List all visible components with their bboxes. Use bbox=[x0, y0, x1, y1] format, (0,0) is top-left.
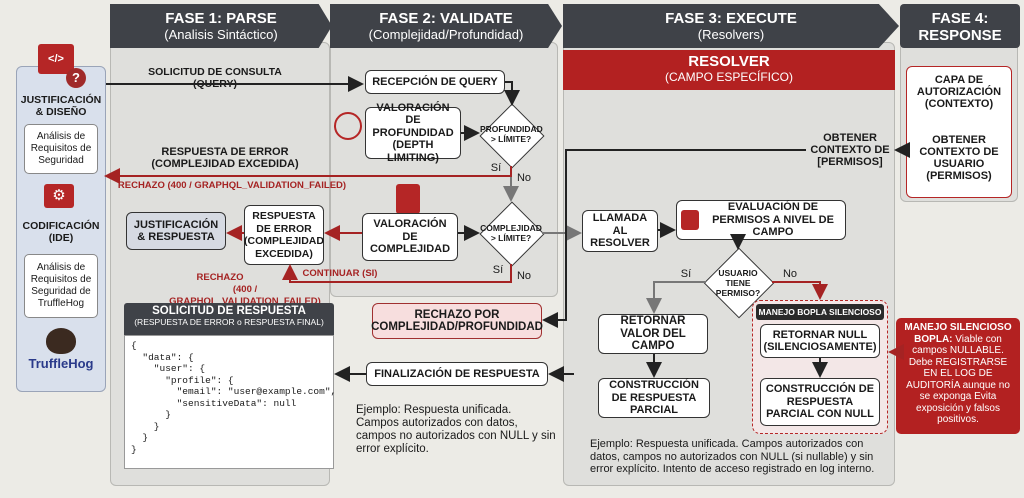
finalizacion-respuesta-box: FINALIZACIÓN DE RESPUESTA bbox=[366, 362, 548, 386]
recepcion-query-box: RECEPCIÓN DE QUERY bbox=[365, 70, 505, 94]
rechazo-complejidad-box: RECHAZO POR COMPLEJIDAD/PROFUNDIDAD bbox=[371, 303, 543, 339]
solicitud-respuesta-sub: (RESPUESTA DE ERROR o RESPUESTA FINAL) bbox=[134, 317, 324, 327]
calculator-icon bbox=[396, 184, 420, 214]
justificacion-respuesta-box: JUSTIFICACIÓN & RESPUESTA bbox=[126, 212, 226, 250]
phase4-header: FASE 4: RESPONSE bbox=[900, 4, 1020, 48]
diamond-profundidad: PROFUNDIDAD > LÍMITE? bbox=[479, 103, 545, 169]
resolver-subtitle: (CAMPO ESPECÍFICO) bbox=[664, 70, 793, 84]
sidebar-analisis-1: Análisis de Requisitos de Seguridad bbox=[24, 124, 98, 174]
phase4-subtitle: RESPONSE bbox=[918, 27, 1002, 44]
phase1-header: FASE 1: PARSE (Analisis Sintáctico) bbox=[110, 4, 332, 48]
question-icon: ? bbox=[66, 68, 86, 88]
clock-scale-icon bbox=[334, 112, 362, 140]
phase2-title: FASE 2: VALIDATE bbox=[379, 10, 513, 27]
phase2-header: FASE 2: VALIDATE (Complejidad/Profundida… bbox=[330, 4, 562, 48]
no2-label: No bbox=[516, 270, 532, 282]
construccion-parcial-box: CONSTRUCCIÓN DE RESPUESTA PARCIAL bbox=[598, 378, 710, 418]
obtener-contexto-usuario: OBTENER CONTEXTO DE USUARIO (PERMISOS) bbox=[919, 134, 999, 182]
phase3-header: FASE 3: EXECUTE (Resolvers) bbox=[563, 4, 899, 48]
manejo-silencioso-box: MANEJO SILENCIOSO BOPLA: Viable con camp… bbox=[896, 318, 1020, 434]
solicitud-respuesta-title: SOLICITUD DE RESPUESTA bbox=[152, 305, 306, 317]
phase4-title: FASE 4: bbox=[931, 10, 989, 27]
resolver-title: RESOLVER bbox=[688, 53, 770, 70]
capa-autorizacion: CAPA DE AUTORIZACIÓN (CONTEXTO) bbox=[916, 74, 1002, 110]
no1-label: No bbox=[516, 172, 532, 184]
json-code-block: { "data": { "user": { "profile": { "emai… bbox=[124, 335, 336, 469]
phase1-title: FASE 1: PARSE bbox=[165, 10, 277, 27]
diamond-profundidad-text: PROFUNDIDAD > LÍMITE? bbox=[480, 124, 543, 144]
retornar-null-box: RETORNAR NULL (SILENCIOSAMENTE) bbox=[760, 324, 880, 358]
phase3-title: FASE 3: EXECUTE bbox=[665, 10, 797, 27]
monitor-gear-icon: ⚙ bbox=[44, 184, 74, 208]
manejo-bopla-tag: MANEJO BOPLA SILENCIOSO bbox=[756, 304, 884, 320]
code-window-icon: </> bbox=[38, 44, 74, 74]
manejo-silencioso-title: MANEJO SILENCIOSO BOPLA: bbox=[904, 322, 1012, 345]
respuesta-error-box: RESPUESTA DE ERROR (COMPLEJIDAD EXCEDIDA… bbox=[244, 205, 324, 265]
ejemplo-p2: Ejemplo: Respuesta unificada. Campos aut… bbox=[356, 404, 556, 455]
manejo-silencioso-body: Viable con campos NULLABLE. Debe REGISTR… bbox=[906, 333, 1010, 426]
truffle-pig-icon bbox=[46, 328, 76, 354]
llamada-resolver-box: LLAMADA AL RESOLVER bbox=[582, 210, 658, 252]
brand-label: TruffleHog bbox=[28, 356, 94, 371]
resolver-header: RESOLVER (CAMPO ESPECÍFICO) bbox=[563, 50, 895, 90]
continuar-label: CONTINUAR (SI) bbox=[302, 268, 378, 279]
sidebar-analisis-2: Análisis de Requisitos de Seguridad de T… bbox=[24, 254, 98, 318]
sidebar-codificacion: CODIFICACIÓN (IDE) bbox=[22, 220, 100, 244]
si3-label: Sí bbox=[680, 268, 692, 280]
diamond-permiso-text: USUARIO TIENE PERMISO? bbox=[715, 268, 761, 298]
rechazo2-b: (400 / GRAPHQL_VALIDATION_FAILED) bbox=[169, 284, 321, 307]
sidebar-justificacion: JUSTIFICACIÓN & DISEÑO bbox=[20, 94, 102, 118]
retornar-valor-box: RETORNAR VALOR DEL CAMPO bbox=[598, 314, 708, 354]
no3-label: No bbox=[782, 268, 798, 280]
diamond-complejidad-text: COMPLEJIDAD > LÍMITE? bbox=[480, 223, 542, 243]
solicitud-consulta: SOLICITUD DE CONSULTA (QUERY) bbox=[148, 66, 282, 90]
phase1-subtitle: (Analisis Sintáctico) bbox=[164, 27, 278, 42]
lock-icon bbox=[681, 210, 699, 230]
si2-label: Sí bbox=[492, 264, 504, 276]
solicitud-respuesta-header: SOLICITUD DE RESPUESTA (RESPUESTA DE ERR… bbox=[124, 303, 334, 335]
obtener-contexto-permisos: OBTENER CONTEXTO DE [PERMISOS] bbox=[810, 132, 890, 168]
capa-autorizacion-panel bbox=[906, 66, 1012, 198]
phase3-subtitle: (Resolvers) bbox=[697, 27, 765, 42]
diamond-complejidad: COMPLEJIDAD > LÍMITE? bbox=[479, 201, 545, 267]
construccion-null-box: CONSTRUCCIÓN DE RESPUESTA PARCIAL CON NU… bbox=[760, 378, 880, 426]
evaluacion-permisos-text: EVALUACIÓN DE PERMISOS A NIVEL DE CAMPO bbox=[712, 201, 834, 239]
rechazo-label: RECHAZO (400 / GRAPHQL_VALIDATION_FAILED… bbox=[117, 180, 347, 191]
valoracion-complejidad-box: VALORACIÓN DE COMPLEJIDAD bbox=[362, 213, 458, 261]
valoracion-profundidad-box: VALORACIÓN DE PROFUNDIDAD (DEPTH LIMITIN… bbox=[365, 102, 461, 164]
rechazo2-a: RECHAZO bbox=[196, 272, 244, 283]
respuesta-error-label: RESPUESTA DE ERROR (COMPLEJIDAD EXCEDIDA… bbox=[151, 146, 299, 170]
ejemplo-p3: Ejemplo: Respuesta unificada. Campos aut… bbox=[590, 438, 875, 475]
evaluacion-permisos-box: EVALUACIÓN DE PERMISOS A NIVEL DE CAMPO bbox=[676, 200, 846, 240]
phase2-subtitle: (Complejidad/Profundidad) bbox=[368, 27, 524, 42]
si1-label: Sí bbox=[490, 162, 502, 174]
